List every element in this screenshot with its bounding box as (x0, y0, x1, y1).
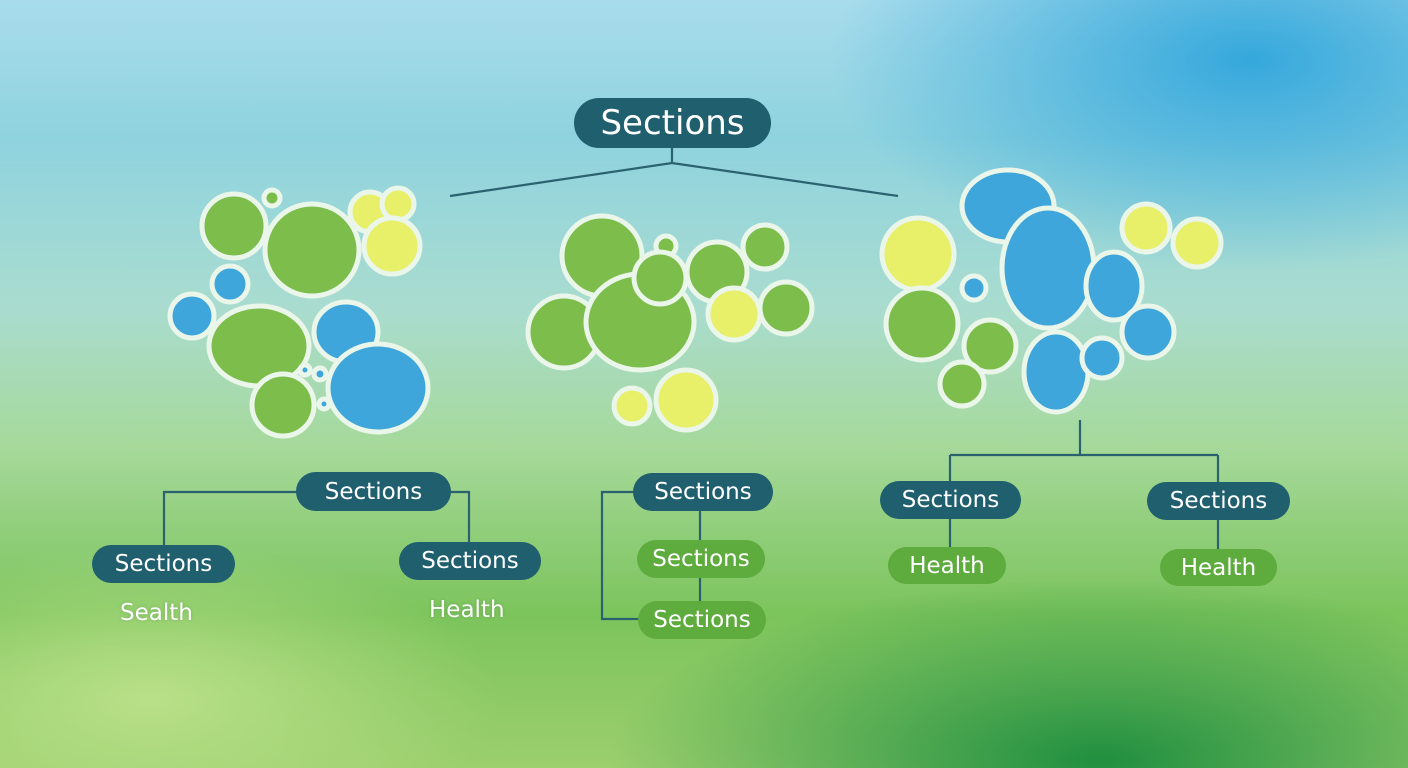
right-sub-right-pill: Health (1160, 549, 1277, 586)
top-connector (449, 148, 899, 198)
center-main-label: Sections (654, 479, 752, 505)
right-sub-right-label: Health (1180, 554, 1257, 581)
left-child-right-label: Sections (421, 548, 519, 574)
connector-lines (162, 148, 1220, 621)
center-connector (600, 490, 702, 621)
right-child-right-label: Sections (1169, 488, 1268, 514)
center-child-1-label: Sections (652, 546, 750, 572)
left-child-left-label: Sections (114, 551, 213, 577)
left-note-right: Health (429, 597, 505, 623)
right-sub-left-label: Health (909, 552, 985, 579)
center-child-2-label: Sections (653, 607, 751, 633)
cluster-center-icon (525, 213, 815, 433)
center-child-1-pill: Sections (637, 540, 765, 578)
right-child-left-pill: Sections (880, 481, 1021, 519)
left-child-left-pill: Sections (92, 545, 235, 583)
left-child-right-pill: Sections (399, 542, 541, 580)
cluster-right-icon (879, 167, 1224, 415)
cluster-left-icon (167, 185, 431, 439)
right-connector (948, 420, 1220, 550)
right-child-left-label: Sections (901, 487, 1000, 513)
left-note-left: Sealth (120, 600, 193, 626)
top-title-label: Sections (600, 103, 745, 143)
left-connector (162, 490, 471, 548)
center-child-2-pill: Sections (638, 601, 766, 639)
top-title-pill: Sections (574, 98, 771, 148)
center-main-pill: Sections (633, 473, 773, 511)
left-main-label: Sections (324, 478, 423, 505)
right-sub-left-pill: Health (888, 547, 1006, 584)
left-main-pill: Sections (296, 472, 451, 511)
right-child-right-pill: Sections (1147, 482, 1290, 520)
